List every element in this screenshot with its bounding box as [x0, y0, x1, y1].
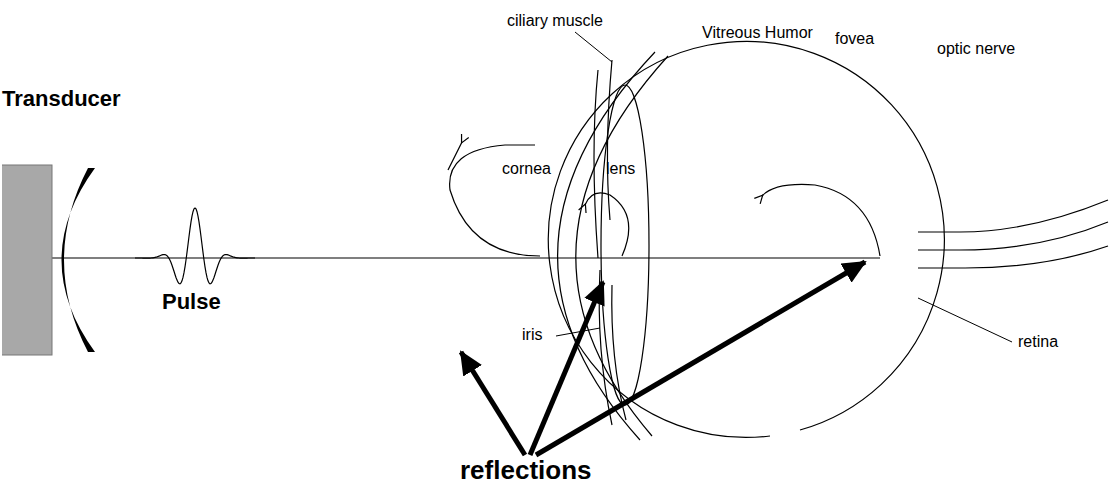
leader-line	[918, 298, 1012, 342]
part-label: ciliary muscle	[505, 12, 605, 30]
transducer: Transducer	[2, 86, 117, 360]
leader-line	[556, 328, 600, 336]
lens-outline	[601, 85, 649, 405]
cornea-inner	[576, 56, 668, 436]
part-label: retina	[1016, 333, 1060, 351]
part-label: optic nerve	[935, 40, 1017, 58]
part-label: Vitreous Humor	[700, 24, 815, 42]
optic-nerve	[918, 246, 1108, 268]
part-label: lens	[604, 160, 637, 178]
leader-line	[575, 32, 612, 62]
reflection-arrow	[530, 282, 603, 455]
part-label: Pulse	[160, 290, 223, 314]
reflection-arrow	[461, 352, 525, 455]
eyeball-outline	[548, 41, 944, 437]
reflection-loop	[585, 193, 629, 256]
cornea-outline	[558, 52, 655, 440]
part-label: iris	[520, 326, 544, 344]
pulse-wave	[135, 208, 255, 284]
optic-nerve	[918, 200, 1108, 232]
ciliary-muscle	[594, 70, 598, 258]
reflection-arrow	[536, 262, 865, 455]
iris-outline	[599, 270, 612, 425]
node-title: Transducer	[2, 86, 117, 112]
reflection-loop	[762, 184, 880, 256]
beam-line	[48, 257, 880, 258]
transducer-shape	[2, 160, 102, 360]
iris-outline	[612, 285, 626, 420]
optic-nerve	[918, 222, 1108, 250]
part-label: fovea	[833, 30, 876, 48]
reflection-arrowhead	[448, 142, 462, 170]
part-label: reflections	[458, 456, 594, 485]
part-label: cornea	[500, 160, 553, 178]
